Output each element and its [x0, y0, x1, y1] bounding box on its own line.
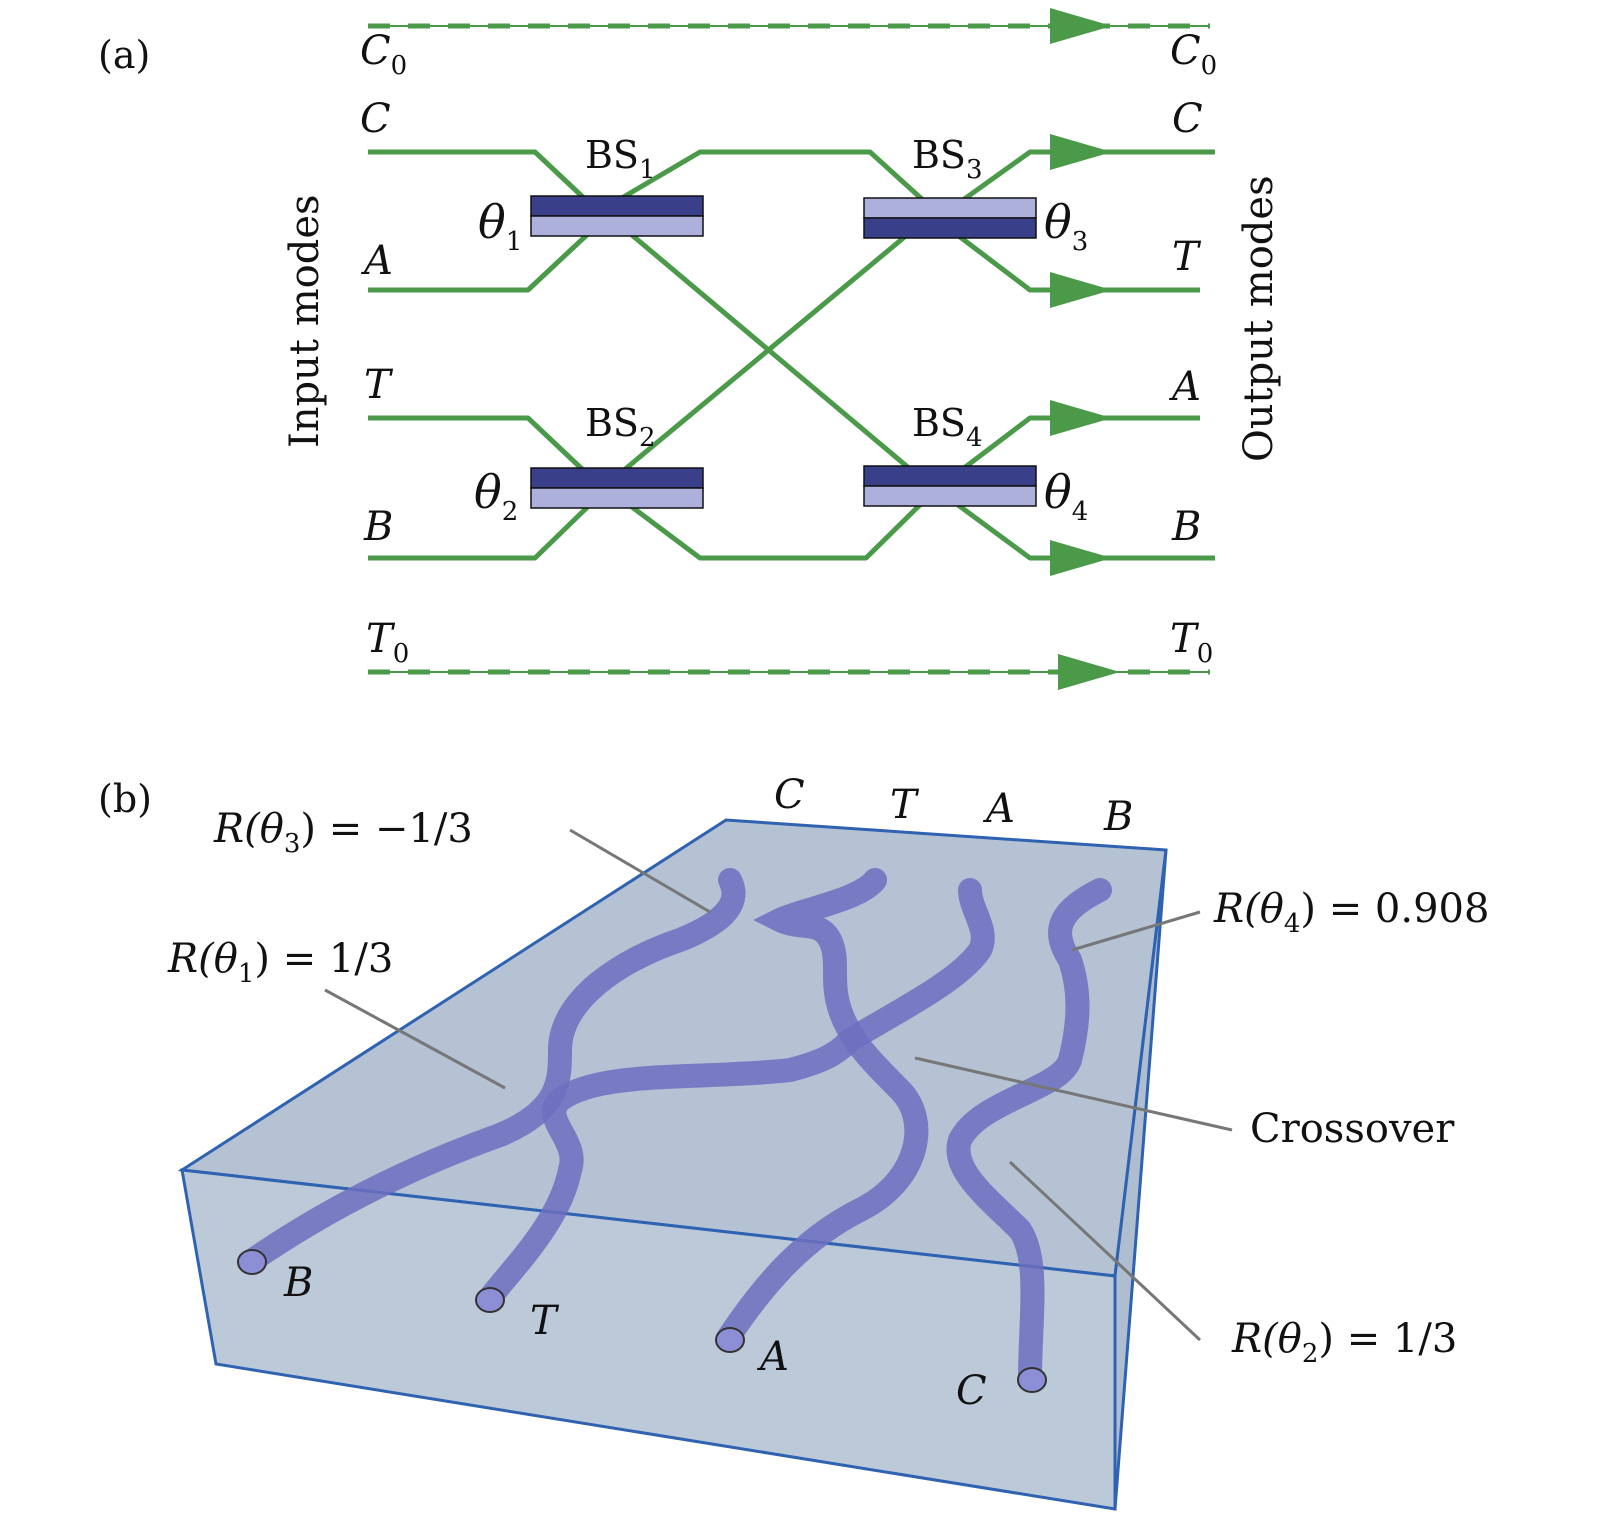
bs1-label: BS1 — [585, 133, 656, 185]
t0-dashed-waveguide — [368, 654, 1210, 690]
waveguide-network — [368, 149, 1215, 561]
r-theta3-annotation: R(θ3) = −1/3 — [213, 806, 473, 859]
waveguide-b-out — [933, 485, 1215, 561]
tube-end-c — [1017, 1367, 1047, 1393]
t0-arrow-icon — [1058, 654, 1120, 690]
c-out-arrow-icon — [1050, 134, 1112, 170]
a-out-arrow-icon — [1050, 400, 1112, 436]
tube-end-a — [715, 1327, 745, 1353]
theta2-label: θ2 — [474, 465, 518, 527]
waveguide-t-out — [933, 216, 1200, 293]
bottom-a-label: A — [756, 1334, 789, 1380]
input-b-label: B — [363, 504, 393, 550]
waveguide-tubes — [238, 868, 1112, 1390]
tube-end-b — [237, 1249, 267, 1275]
leader-r3 — [569, 828, 711, 914]
waveguide-bs2-bs4 — [610, 488, 937, 561]
theta4-label: θ4 — [1044, 465, 1088, 527]
input-modes-label: Input modes — [282, 194, 328, 448]
bs2-label: BS2 — [585, 401, 656, 453]
tube-a — [716, 868, 929, 1350]
waveguide-b-in — [368, 488, 607, 561]
waveguide-bs1-bs3 — [608, 149, 947, 222]
chip-side-face — [1113, 849, 1168, 1510]
tube-t — [476, 878, 995, 1312]
bs1-plate — [530, 195, 704, 237]
b-out-arrow-icon — [1050, 540, 1112, 576]
bottom-t-label: T — [530, 1298, 560, 1344]
panel-b-label: (b) — [98, 777, 152, 821]
bs3-plate — [863, 197, 1037, 239]
input-c0-label: C0 — [360, 28, 407, 81]
waveguide-bs2-bs3 — [598, 218, 927, 492]
c0-arrow-icon — [1050, 8, 1112, 44]
leader-crossover — [914, 1056, 1233, 1132]
tube-c — [946, 878, 1112, 1390]
input-c-label: C — [360, 96, 391, 142]
panel-a-label: (a) — [98, 33, 150, 77]
leader-r2 — [1008, 1160, 1202, 1342]
bs4-label: BS4 — [912, 401, 983, 453]
c0-dashed-waveguide — [368, 8, 1210, 44]
waveguide-bs1-bs4 — [618, 223, 937, 492]
top-b-label: B — [1103, 794, 1133, 840]
input-t0-label: T0 — [366, 616, 409, 669]
panel-a: (a) — [98, 8, 1282, 690]
t-out-arrow-icon — [1050, 272, 1112, 308]
bottom-c-label: C — [956, 1368, 987, 1414]
leader-r1 — [324, 988, 506, 1090]
crossover-annotation: Crossover — [1250, 1106, 1455, 1152]
r-theta1-annotation: R(θ1) = 1/3 — [167, 936, 393, 989]
output-modes-label: Output modes — [1236, 175, 1282, 462]
bs2-plate — [530, 467, 704, 509]
chip-block — [177, 818, 1168, 1511]
r-theta4-annotation: R(θ4) = 0.908 — [1213, 886, 1489, 939]
leader-lines — [324, 828, 1233, 1342]
bs3-label: BS3 — [912, 133, 983, 185]
top-t-label: T — [890, 782, 920, 828]
output-b-label: B — [1171, 504, 1201, 550]
waveguide-t-in — [368, 415, 602, 488]
top-a-label: A — [982, 786, 1015, 832]
tube-end-t — [475, 1287, 505, 1313]
output-c0-label: C0 — [1170, 28, 1217, 81]
output-c-label: C — [1172, 96, 1203, 142]
input-t-label: T — [364, 362, 394, 408]
leader-r4 — [1071, 910, 1201, 952]
waveguide-a-in — [368, 216, 607, 293]
theta1-label: θ1 — [478, 195, 522, 257]
bottom-b-label: B — [283, 1260, 313, 1306]
output-t-label: T — [1172, 234, 1202, 280]
output-t0-label: T0 — [1170, 616, 1213, 669]
bs4-plate — [863, 465, 1037, 507]
r-theta2-annotation: R(θ2) = 1/3 — [1231, 1316, 1457, 1369]
theta3-label: θ3 — [1044, 195, 1088, 257]
tube-b — [238, 868, 746, 1274]
input-a-label: A — [360, 238, 393, 284]
top-c-label: C — [774, 772, 805, 818]
panel-b: (b) C T A B — [98, 772, 1489, 1511]
output-a-label: A — [1168, 364, 1201, 410]
